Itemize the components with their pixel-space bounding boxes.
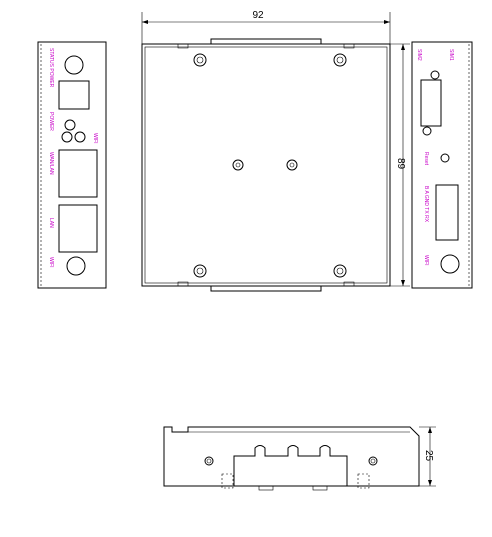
side-view: 25 [163,426,436,491]
left-panel: STATUS POWER POWER WIFI WAN/LAN LAN WIFI [37,41,107,289]
label-status-power: STATUS POWER [48,48,54,88]
led-2 [61,131,73,143]
label-power: POWER [48,112,54,131]
lan-port [58,204,98,253]
power-jack [58,80,90,110]
led-3 [74,131,86,143]
reset-button [440,153,450,163]
standoff-top-left [193,53,207,67]
label-wifi-top: WIFI [92,133,98,144]
terminal-block [435,184,459,241]
dimension-width: 92 [252,10,264,21]
label-terminal: B A GND TX RX [423,186,429,223]
antenna-hole-top [64,55,84,75]
standoff-bottom-left [193,264,207,278]
right-panel: SIM1 SIM2 Reset B A GND TX RX WIFI [411,41,473,289]
sim-slot [420,79,442,127]
label-wan-lan: WAN/LAN [48,152,54,175]
dimension-height: 89 [395,158,406,170]
dimension-depth: 25 [423,450,434,462]
sim-hole-top [430,70,440,80]
sim-hole-bottom [422,126,432,136]
wan-lan-port [58,149,98,198]
side-screw-left [204,456,214,466]
label-wifi-right: WIFI [423,255,429,266]
top-view: 92 [141,10,410,292]
label-sim1: SIM1 [448,49,454,61]
standoff-top-right [333,53,347,67]
label-reset: Reset [423,152,429,166]
standoff-bottom-right [333,264,347,278]
label-wifi-bottom: WIFI [48,257,54,268]
side-screw-right [368,456,378,466]
label-lan: LAN [48,218,54,228]
antenna-hole-right [440,254,460,274]
mount-hole-right [286,159,298,171]
led-1 [64,119,76,131]
antenna-hole-bottom [66,256,86,276]
label-sim2: SIM2 [416,49,422,61]
mount-hole-left [232,159,244,171]
